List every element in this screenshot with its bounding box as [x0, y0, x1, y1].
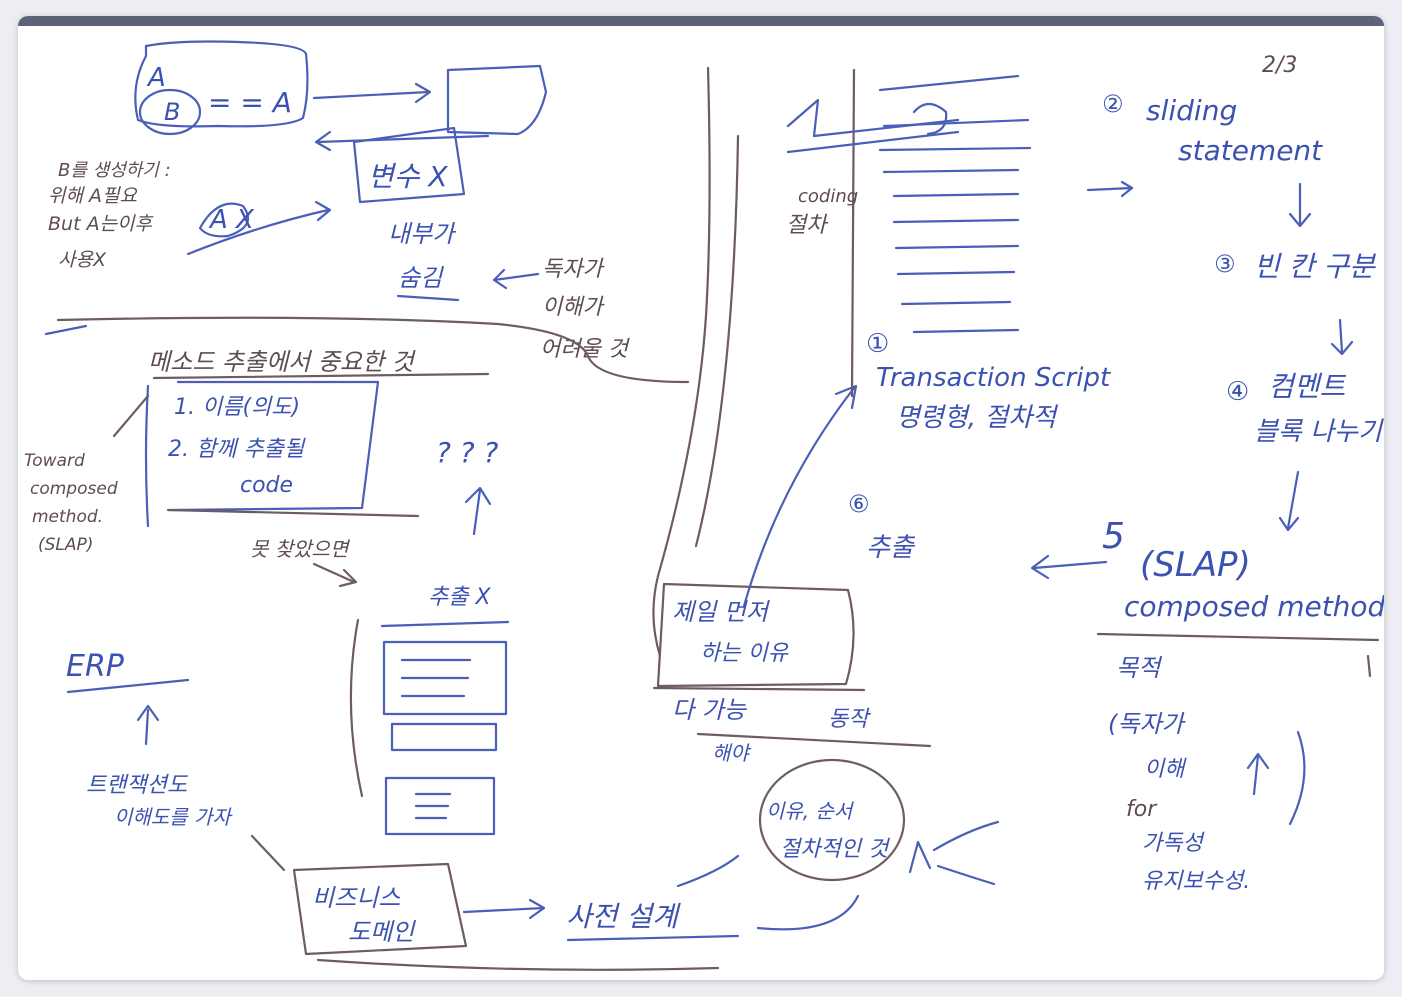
section-divider: [56, 66, 740, 658]
coding-label-line1: coding: [798, 186, 858, 207]
step1-line2: 명령형, 절차적: [896, 403, 1059, 433]
extraction-lines: [112, 372, 490, 588]
business-line2: 도메인: [348, 918, 416, 946]
reason-line3: 이해: [1144, 757, 1187, 782]
step3-number: ③: [1214, 250, 1236, 278]
extract-x-label: 추출 X: [428, 585, 491, 610]
business-arrows: [462, 854, 860, 942]
left-note-line2: 위해 A필요: [48, 185, 138, 207]
reason-box-line2: 하는 이유: [700, 641, 789, 666]
business-box: [250, 834, 720, 971]
reason-box-line5: 해야: [712, 741, 751, 765]
step1-line1: Transaction Script: [876, 363, 1111, 393]
question-marks: ? ? ?: [436, 436, 499, 469]
erp-label: ERP: [66, 649, 125, 684]
toward-line3: method.: [32, 507, 103, 527]
page-top-bar: [18, 16, 1384, 26]
coding-procedure-lines: [850, 68, 856, 398]
step2-line2: statement: [1178, 134, 1323, 167]
step4-number: ④: [1226, 377, 1249, 407]
step2-line1: sliding: [1146, 94, 1237, 127]
step5-line1: (SLAP): [1140, 545, 1251, 585]
reason-box: [652, 582, 932, 882]
not-found-note: 못 찾았으면: [250, 537, 351, 561]
reason-line1: 목적: [1116, 654, 1163, 682]
mid-note-line1: 내부가: [388, 220, 457, 248]
business-line1: 비즈니스: [312, 884, 401, 912]
step6-label: 추출: [866, 533, 916, 563]
circle-line2: 절차적인 것: [780, 837, 891, 862]
reader-note-line3: 어려울 것: [540, 337, 631, 362]
circle-line1: 이유, 순서: [766, 799, 855, 823]
reason-line6: 유지보수성.: [1142, 869, 1250, 894]
a-x-label: A X: [208, 205, 255, 235]
toward-line4: (SLAP): [38, 535, 93, 555]
procedure-steps: [786, 74, 1032, 334]
right-steps-arrows: [1030, 180, 1354, 826]
reason-box-line3: 다 가능: [672, 696, 748, 724]
notebook-page: A B = = A 변수 X B를 생성하기 : 위해 A필요 But A는이후…: [18, 16, 1384, 980]
toward-line2: composed: [30, 479, 118, 499]
reader-note-line1: 독자가: [542, 257, 605, 282]
step6-number: ⑥: [848, 490, 870, 518]
step1-number: ①: [866, 329, 889, 359]
reason-line5: 가독성: [1142, 831, 1205, 856]
left-note-line1: B를 생성하기 :: [58, 160, 171, 181]
mid-note-line2: 숨김: [398, 264, 444, 292]
left-note-line4: 사용X: [58, 249, 107, 271]
erp-note-line2: 이해도를 가자: [114, 805, 233, 829]
step3-label: 빈 칸 구분: [1254, 250, 1376, 283]
step4-line1: 컴멘트: [1268, 370, 1347, 403]
step5-line2: composed method: [1124, 590, 1384, 623]
reason-line2: (독자가: [1108, 710, 1187, 738]
reader-note-line2: 이해가: [542, 295, 605, 320]
extract-item-3: code: [240, 473, 293, 498]
code-stack-bracket: [349, 618, 364, 798]
reason-line4: for: [1126, 797, 1158, 822]
extraction-box: [144, 380, 380, 528]
extract-title: 메소드 추출에서 중요한 것: [148, 348, 417, 376]
extract-item-1: 1. 이름(의도): [174, 395, 300, 420]
code-block-stack: [380, 486, 510, 836]
top-left-diagram: [44, 40, 548, 336]
dictionary-label: 사전 설계: [566, 900, 681, 933]
right-steps-lines: [1096, 632, 1380, 678]
eq-b-label: B: [164, 98, 180, 126]
erp-group: [66, 678, 190, 746]
reason-box-line1: 제일 먼저: [672, 598, 771, 626]
toward-line1: Toward: [24, 451, 85, 471]
step2-number: ②: [1102, 90, 1124, 118]
step5-number: 5: [1102, 516, 1125, 557]
left-note-line3: But A는이후: [48, 213, 155, 235]
eq-equals-label: = = A: [208, 86, 292, 119]
extract-item-2: 2. 함께 추출될: [168, 437, 306, 462]
reason-box-line4: 동작: [828, 707, 871, 732]
eq-a-label: A: [146, 63, 166, 93]
variable-x-label: 변수 X: [368, 160, 448, 193]
coding-label-line2: 절차: [786, 213, 829, 238]
handwritten-sketch: A B = = A 변수 X B를 생성하기 : 위해 A필요 But A는이후…: [24, 40, 1384, 971]
step4-line2: 블록 나누기: [1254, 417, 1384, 447]
center-arrows: [742, 384, 1000, 886]
erp-note-line1: 트랜잭션도: [86, 773, 189, 798]
page-number: 2/3: [1262, 53, 1297, 78]
